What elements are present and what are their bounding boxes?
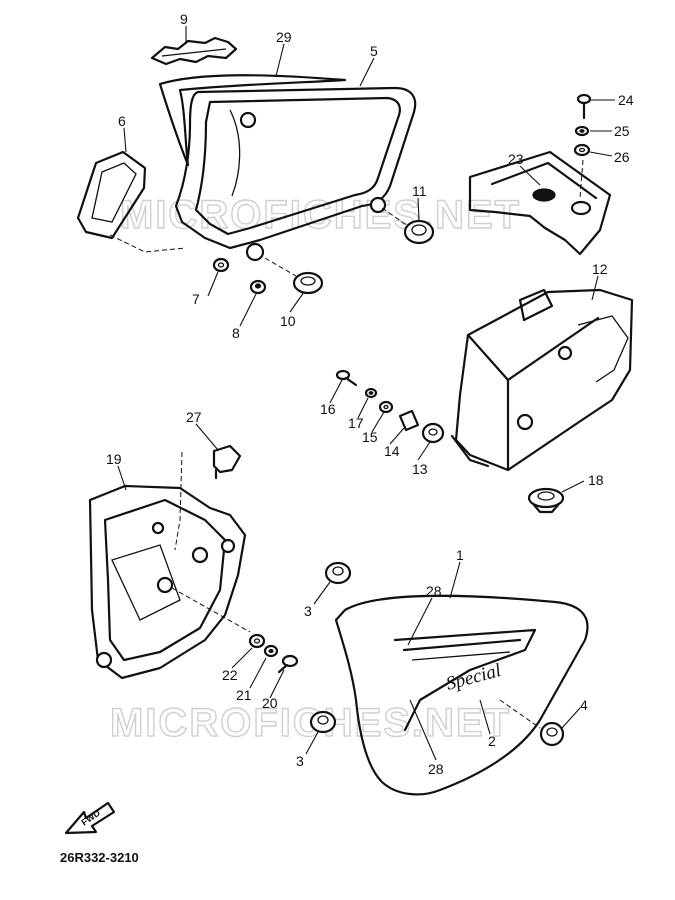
part-bolt-16 bbox=[335, 369, 358, 387]
callout-leaders bbox=[117, 26, 615, 761]
part-toolbox-12 bbox=[450, 288, 634, 472]
callout-8: 8 bbox=[232, 325, 240, 341]
part-washer-17 bbox=[364, 387, 378, 399]
callout-26: 26 bbox=[614, 149, 630, 165]
part-grommet-3-lower bbox=[309, 710, 337, 734]
callout-15: 15 bbox=[362, 429, 378, 445]
part-grommet-3-upper bbox=[324, 561, 352, 585]
callout-16: 16 bbox=[320, 401, 336, 417]
callout-10: 10 bbox=[280, 313, 296, 329]
callout-21: 21 bbox=[236, 687, 252, 703]
part-washer-22 bbox=[248, 633, 266, 649]
callout-14: 14 bbox=[384, 443, 400, 459]
part-grommet-10 bbox=[264, 257, 324, 295]
callout-20: 20 bbox=[262, 695, 278, 711]
part-washer-7 bbox=[212, 257, 230, 273]
callout-9: 9 bbox=[180, 11, 188, 27]
part-bracket-panel-19 bbox=[88, 484, 251, 680]
callout-11: 11 bbox=[412, 183, 427, 199]
callout-19: 19 bbox=[106, 451, 122, 467]
callout-23: 23 bbox=[508, 151, 524, 167]
callout-28-lower: 28 bbox=[428, 761, 444, 777]
callout-3-lower: 3 bbox=[296, 753, 304, 769]
part-emblem-strip bbox=[150, 36, 238, 66]
part-nut-8 bbox=[249, 279, 267, 295]
part-washer-15 bbox=[378, 400, 394, 414]
callout-17: 17 bbox=[348, 415, 364, 431]
callout-1: 1 bbox=[456, 547, 464, 563]
part-clip-27 bbox=[174, 444, 242, 551]
watermark-bottom: MICROFICHES.NET bbox=[110, 701, 511, 745]
emblem-special: Special bbox=[444, 660, 503, 695]
callout-25: 25 bbox=[614, 123, 630, 139]
callout-7: 7 bbox=[192, 291, 200, 307]
reference-code: 26R332-3210 bbox=[60, 850, 139, 865]
callout-18: 18 bbox=[588, 472, 604, 488]
callout-22: 22 bbox=[222, 667, 238, 683]
callout-13: 13 bbox=[412, 461, 428, 477]
part-upper-side-cover bbox=[174, 86, 417, 262]
part-grommet-18 bbox=[527, 487, 565, 514]
callout-12: 12 bbox=[592, 261, 608, 277]
callout-5: 5 bbox=[370, 43, 378, 59]
part-grommet-13 bbox=[421, 422, 445, 444]
forward-arrow: FWD bbox=[64, 801, 116, 835]
callout-numbers: 9 29 5 6 11 7 8 10 24 25 26 23 12 16 17 … bbox=[106, 11, 634, 777]
part-grommet-4 bbox=[539, 721, 565, 747]
callout-27: 27 bbox=[186, 409, 202, 425]
callout-24: 24 bbox=[618, 92, 634, 108]
callout-2: 2 bbox=[488, 733, 496, 749]
part-reflector bbox=[76, 150, 186, 253]
callout-29: 29 bbox=[276, 29, 292, 45]
part-lower-side-cover: Special bbox=[334, 594, 589, 796]
part-bolt-24 bbox=[576, 93, 592, 120]
callout-28-upper: 28 bbox=[426, 583, 442, 599]
part-washer-26 bbox=[573, 143, 591, 157]
part-washer-25 bbox=[574, 125, 590, 137]
callout-4: 4 bbox=[580, 697, 588, 713]
watermark-top: MICROFICHES.NET bbox=[120, 193, 521, 237]
part-bracket-23 bbox=[468, 150, 612, 256]
part-collar-14 bbox=[398, 409, 420, 432]
part-washer-21 bbox=[263, 644, 279, 658]
part-trim-strip bbox=[158, 74, 347, 167]
callout-6: 6 bbox=[118, 113, 126, 129]
callout-3-upper: 3 bbox=[304, 603, 312, 619]
part-grommet-11 bbox=[381, 207, 435, 245]
part-bolt-20 bbox=[277, 654, 299, 674]
